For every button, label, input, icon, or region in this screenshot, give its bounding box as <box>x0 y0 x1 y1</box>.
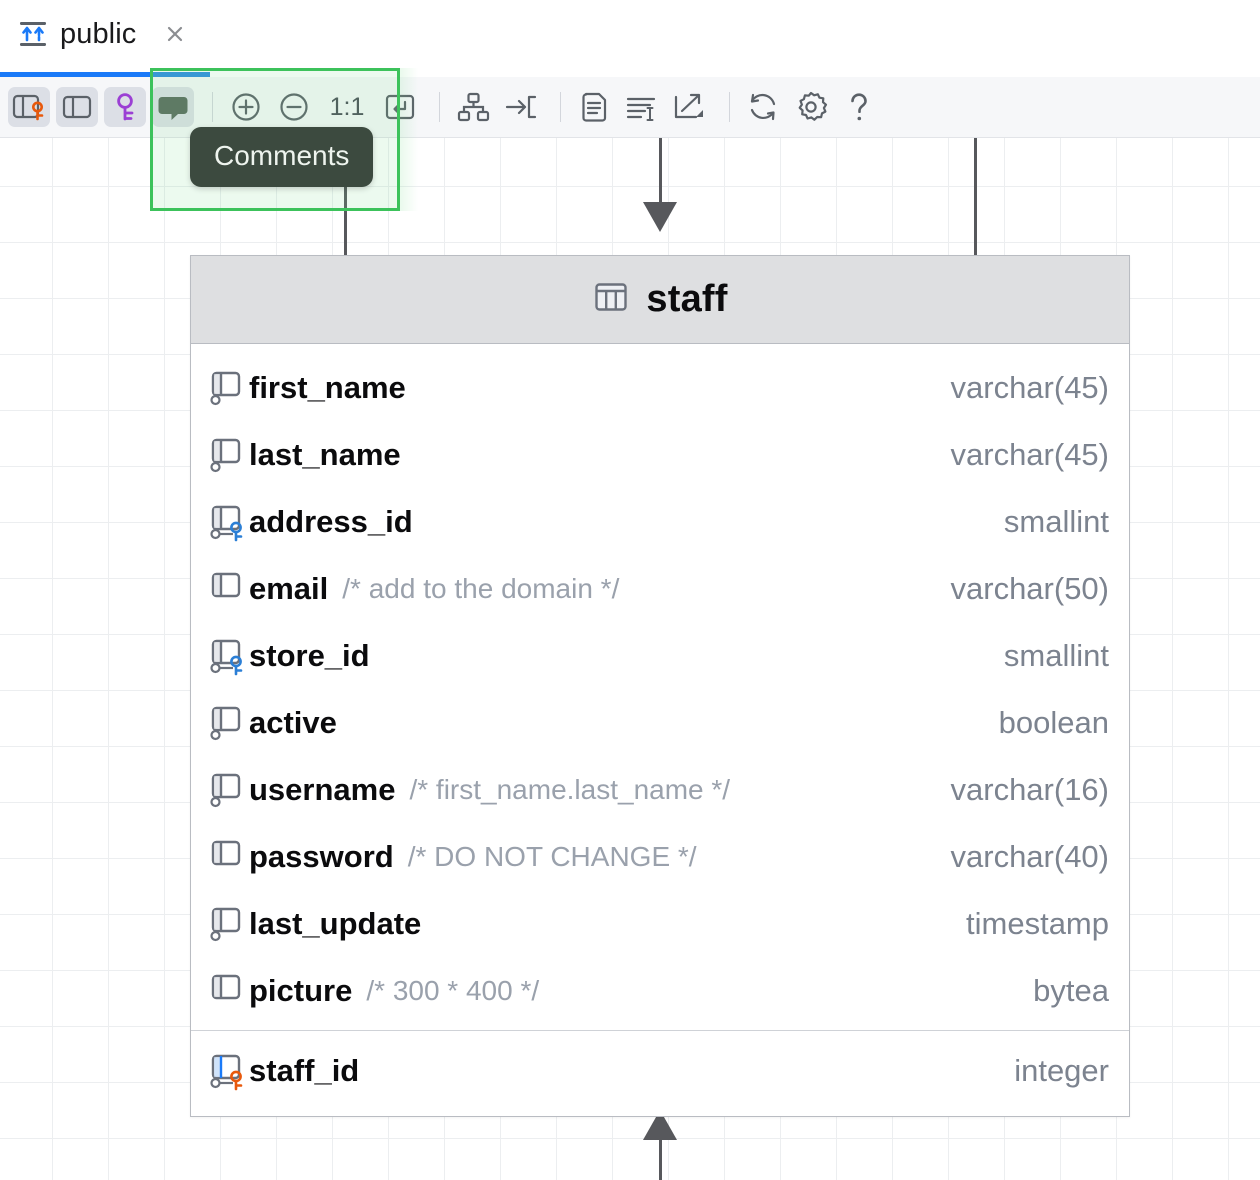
tab-public[interactable]: public <box>0 0 202 68</box>
progress-fill <box>0 72 210 77</box>
column-type: varchar(16) <box>950 771 1110 807</box>
column-comment: /* first_name.last_name */ <box>409 773 731 805</box>
diagram-toolbar: 1:1 <box>0 77 1260 138</box>
table-column-row[interactable]: staff_id integer <box>191 1030 1129 1110</box>
column-nullable-icon <box>209 702 249 744</box>
column-name: first_name <box>249 369 406 405</box>
edit-text-icon[interactable] <box>621 87 663 127</box>
column-nullable-icon <box>209 903 249 945</box>
hierarchic-layout-icon[interactable] <box>452 87 494 127</box>
column-name: last_update <box>249 905 422 941</box>
column-fk-icon <box>209 635 249 677</box>
column-type: timestamp <box>966 905 1109 941</box>
column-name: last_name <box>249 436 401 472</box>
zoom-in-icon[interactable] <box>225 87 267 127</box>
column-name: password <box>249 838 394 874</box>
table-column-row[interactable]: first_name varchar(45) <box>191 354 1129 421</box>
column-type: boolean <box>998 704 1109 740</box>
schema-diagram-icon <box>18 20 48 48</box>
table-node-header[interactable]: staff <box>191 256 1129 344</box>
table-column-row[interactable]: picture /* 300 * 400 */ bytea <box>191 957 1129 1024</box>
column-name: username <box>249 771 396 807</box>
gear-icon[interactable] <box>790 87 832 127</box>
column-name: address_id <box>249 503 413 539</box>
refresh-icon[interactable] <box>742 87 784 127</box>
table-column-row[interactable]: active boolean <box>191 689 1129 756</box>
tab-bar: public <box>0 0 1260 68</box>
zoom-out-icon[interactable] <box>273 87 315 127</box>
progress-fill-secondary <box>150 72 210 77</box>
table-column-row[interactable]: username /* first_name.last_name */ varcha… <box>191 756 1129 823</box>
column-comment: /* DO NOT CHANGE */ <box>407 840 697 872</box>
column-type: varchar(45) <box>950 436 1110 472</box>
table-name: staff <box>646 278 728 320</box>
toolbar-separator-4 <box>729 92 730 122</box>
column-type: integer <box>1014 1052 1109 1088</box>
column-icon <box>209 836 249 878</box>
table-column-row[interactable]: email /* add to the domain */ varchar(50) <box>191 555 1129 622</box>
column-type: smallint <box>1003 637 1109 673</box>
table-icon <box>592 278 630 321</box>
tab-label: public <box>60 17 137 50</box>
column-icon <box>209 970 249 1012</box>
column-name: email <box>249 570 329 606</box>
connector-left <box>344 138 347 255</box>
column-name: store_id <box>249 637 370 673</box>
column-pk-icon <box>209 1050 249 1092</box>
toolbar-separator-3 <box>560 92 561 122</box>
loading-progress-bar <box>0 72 1260 77</box>
column-fk-icon <box>209 501 249 543</box>
connector-right <box>974 138 977 255</box>
table-column-row[interactable]: last_update timestamp <box>191 890 1129 957</box>
column-comment: /* 300 * 400 */ <box>366 974 540 1006</box>
column-type: varchar(50) <box>950 570 1110 606</box>
column-nullable-icon <box>209 434 249 476</box>
table-column-row[interactable]: last_name varchar(45) <box>191 421 1129 488</box>
help-icon[interactable] <box>838 87 880 127</box>
column-type: smallint <box>1003 503 1109 539</box>
connector-middle-arrowhead <box>643 202 677 232</box>
connector-middle <box>659 138 662 202</box>
column-type: varchar(40) <box>950 838 1110 874</box>
show-columns-toggle[interactable] <box>56 87 98 127</box>
export-icon[interactable] <box>669 87 711 127</box>
column-name: active <box>249 704 337 740</box>
table-columns-list: first_name varchar(45) last_name varchar(45… <box>191 344 1129 1116</box>
column-type: bytea <box>1033 972 1109 1008</box>
column-comment: /* add to the domain */ <box>342 572 620 604</box>
connector-bottom <box>659 1140 662 1180</box>
column-nullable-icon <box>209 769 249 811</box>
column-nullable-icon <box>209 367 249 409</box>
show-comments-toggle[interactable] <box>152 87 194 127</box>
column-name: staff_id <box>249 1052 360 1088</box>
toolbar-separator-1 <box>212 92 213 122</box>
tooltip-comments: Comments <box>190 127 374 187</box>
table-column-row[interactable]: address_id smallint <box>191 488 1129 555</box>
close-icon[interactable] <box>162 21 188 47</box>
column-type: varchar(45) <box>950 369 1110 405</box>
jump-to-icon[interactable] <box>500 87 542 127</box>
show-keys-toggle[interactable] <box>104 87 146 127</box>
column-icon <box>209 568 249 610</box>
table-column-row[interactable]: password /* DO NOT CHANGE */ varchar(40) <box>191 823 1129 890</box>
zoom-level-label[interactable]: 1:1 <box>329 92 365 121</box>
copy-icon[interactable] <box>573 87 615 127</box>
show-columns-keys-toggle[interactable] <box>8 87 50 127</box>
toolbar-separator-2 <box>439 92 440 122</box>
selection-glow <box>400 68 418 211</box>
column-name: picture <box>249 972 353 1008</box>
table-column-row[interactable]: store_id smallint <box>191 622 1129 689</box>
